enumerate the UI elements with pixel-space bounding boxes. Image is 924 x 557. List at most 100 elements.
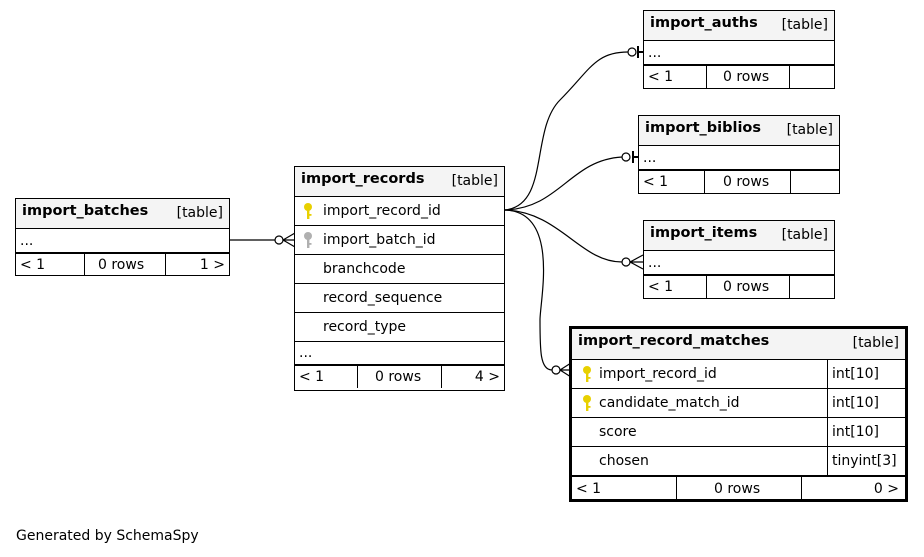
ellipsis: ... (20, 232, 34, 249)
row-count: 0 rows (714, 481, 761, 497)
row-count: 0 rows (723, 174, 770, 190)
key-icon-gold (583, 395, 591, 411)
column-name: import_record_id (599, 366, 717, 382)
ellipsis-row: ... (644, 41, 834, 65)
ellipsis-row: ... (644, 251, 834, 275)
table-name: import_record_matches (578, 333, 770, 349)
parents-count: < 1 (648, 69, 674, 85)
table-footer: < 1 0 rows (644, 275, 834, 298)
table-kind: [table] (451, 173, 498, 189)
column-row[interactable]: score int[10] (572, 418, 905, 447)
table-import-batches[interactable]: import_batches [table] ... < 1 0 rows 1 … (15, 198, 230, 276)
table-header: import_auths [table] (644, 11, 834, 41)
edge-records-biblios (504, 156, 623, 211)
table-name: import_items (650, 225, 758, 241)
table-footer: < 1 0 rows 4 > (295, 365, 504, 388)
parents-count: < 1 (576, 481, 602, 497)
table-name: import_biblios (645, 120, 762, 136)
column-type: tinyint[3] (827, 447, 897, 475)
edge-records-auths (504, 51, 629, 211)
edge-records-items (504, 209, 623, 263)
parents-count: < 1 (20, 256, 46, 273)
column-name: chosen (599, 453, 649, 469)
footer-divider (357, 366, 358, 388)
parents-count: < 1 (648, 279, 674, 295)
table-kind: [table] (781, 17, 828, 33)
column-row[interactable]: import_record_id (295, 197, 504, 226)
table-kind: [table] (852, 335, 899, 351)
table-footer: < 1 0 rows (639, 170, 839, 193)
column-name: score (599, 424, 637, 440)
footer-divider (706, 66, 707, 88)
column-row[interactable]: chosen tinyint[3] (572, 447, 905, 476)
column-row[interactable]: import_record_id int[10] (572, 360, 905, 389)
table-header: import_batches [table] (16, 199, 229, 229)
row-count: 0 rows (723, 69, 770, 85)
row-count: 0 rows (723, 279, 770, 295)
table-kind: [table] (781, 227, 828, 243)
table-footer: < 1 0 rows 0 > (572, 476, 905, 501)
table-footer: < 1 0 rows 1 > (16, 253, 229, 275)
column-name: record_type (323, 319, 406, 335)
column-name: record_sequence (323, 290, 443, 306)
edge-records-biblios-circle (621, 152, 631, 162)
edge-records-matches-circle (551, 365, 561, 375)
children-count: 1 > (199, 256, 225, 273)
edge-batches-records-circle (274, 235, 284, 245)
footer-divider (790, 171, 791, 193)
ellipsis: ... (299, 345, 313, 361)
column-row[interactable]: candidate_match_id int[10] (572, 389, 905, 418)
key-icon-gold (304, 203, 312, 219)
column-row[interactable]: record_sequence (295, 284, 504, 313)
ellipsis: ... (648, 44, 662, 61)
table-header: import_record_matches [table] (572, 329, 905, 360)
footer-divider (801, 477, 802, 501)
parents-count: < 1 (643, 174, 669, 190)
row-count: 0 rows (98, 256, 145, 273)
edge-records-items-crowfoot (629, 254, 644, 270)
ellipsis-row: ... (16, 229, 229, 253)
footer-divider (789, 66, 790, 88)
edge-batches-records-crowfoot (282, 232, 296, 248)
table-import-records[interactable]: import_records [table] import_record_id … (294, 166, 505, 391)
column-name: branchcode (323, 261, 406, 277)
column-type: int[10] (827, 389, 879, 417)
column-name: candidate_match_id (599, 395, 740, 411)
table-import-auths[interactable]: import_auths [table] ... < 1 0 rows (643, 10, 835, 89)
footer-divider (84, 254, 85, 275)
column-row[interactable]: branchcode (295, 255, 504, 284)
footer-divider (676, 477, 677, 501)
footer-divider (165, 254, 166, 275)
column-name: import_batch_id (323, 232, 436, 248)
table-name: import_auths (650, 15, 758, 31)
column-row[interactable]: import_batch_id (295, 226, 504, 255)
ellipsis-row: ... (295, 342, 504, 365)
edge-records-auths-circle (627, 47, 637, 57)
table-import-biblios[interactable]: import_biblios [table] ... < 1 0 rows (638, 115, 840, 194)
footer-divider (706, 276, 707, 298)
table-import-record-matches[interactable]: import_record_matches [table] import_rec… (569, 326, 908, 502)
parents-count: < 1 (299, 369, 325, 385)
column-row[interactable]: record_type (295, 313, 504, 342)
table-header: import_biblios [table] (639, 116, 839, 146)
table-kind: [table] (176, 205, 223, 221)
key-icon-gold (583, 366, 591, 382)
column-name: import_record_id (323, 203, 441, 219)
table-import-items[interactable]: import_items [table] ... < 1 0 rows (643, 220, 835, 299)
children-count: 4 > (474, 369, 500, 385)
key-icon-grey (304, 232, 312, 248)
table-header: import_items [table] (644, 221, 834, 251)
footer-divider (441, 366, 442, 388)
table-header: import_records [table] (295, 167, 504, 197)
ellipsis: ... (643, 149, 657, 166)
table-footer: < 1 0 rows (644, 65, 834, 88)
edge-records-items-circle (621, 257, 631, 267)
footer-divider (789, 276, 790, 298)
table-name: import_records (301, 171, 425, 187)
row-count: 0 rows (375, 369, 422, 385)
edge-records-auths-bar (637, 46, 643, 58)
ellipsis-row: ... (639, 146, 839, 170)
column-type: int[10] (827, 360, 879, 388)
edge-records-matches (504, 209, 553, 371)
